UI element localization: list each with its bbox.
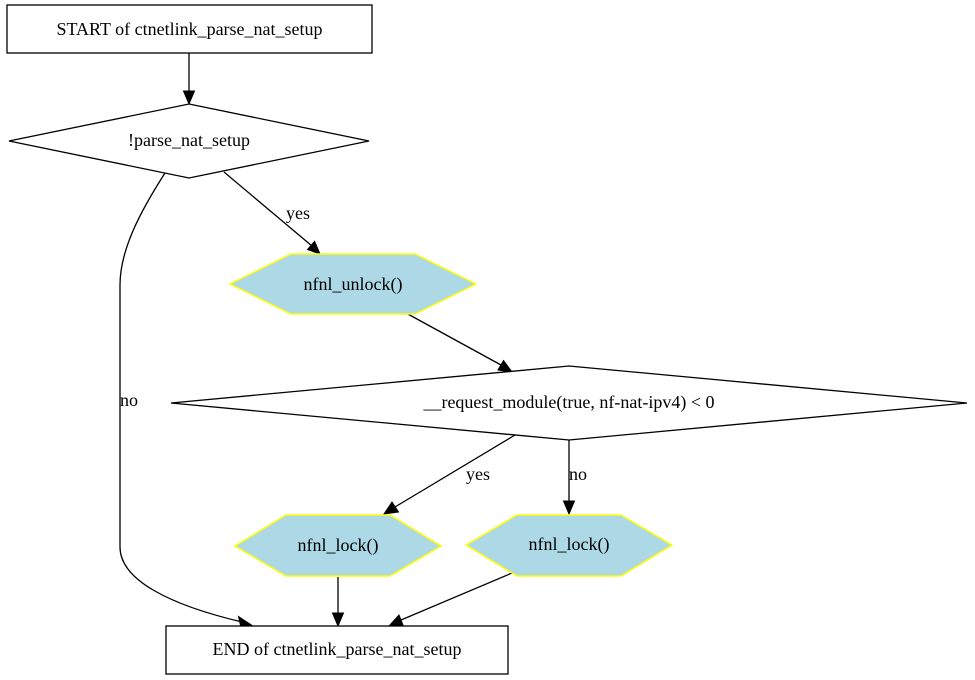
edge-start-to-cond-parse xyxy=(182,53,196,106)
edge-label-no-1: no xyxy=(120,390,138,410)
nfnl-unlock-node-label: nfnl_unlock() xyxy=(304,274,403,295)
request-module-decision-label: __request_module(true, nf-nat-ipv4) < 0 xyxy=(422,392,714,413)
nfnl-unlock-node: nfnl_unlock() xyxy=(228,253,478,315)
request-module-decision: __request_module(true, nf-nat-ipv4) < 0 xyxy=(170,365,968,441)
nfnl-lock-left-node: nfnl_lock() xyxy=(233,514,443,577)
nodes: START of ctnetlink_parse_nat_setup !pars… xyxy=(6,4,968,675)
parse-nat-setup-decision: !parse_nat_setup xyxy=(8,103,370,179)
nfnl-lock-right-node: nfnl_lock() xyxy=(464,514,674,577)
edge-lock-right-to-end xyxy=(387,572,513,627)
edge-lock-left-to-end xyxy=(331,577,345,628)
edge-unlock-to-cond-request xyxy=(405,312,514,373)
edge-cond-request-to-lock-left: yes xyxy=(382,434,516,515)
edges: yes no yes no xyxy=(119,53,587,629)
edge-label-no-2: no xyxy=(569,464,587,484)
edge-cond-parse-to-unlock: yes xyxy=(223,171,321,255)
nfnl-lock-left-node-label: nfnl_lock() xyxy=(298,535,379,556)
nfnl-lock-right-node-label: nfnl_lock() xyxy=(529,534,610,555)
end-node-label: END of ctnetlink_parse_nat_setup xyxy=(213,639,462,659)
start-node: START of ctnetlink_parse_nat_setup xyxy=(6,4,373,54)
end-node: END of ctnetlink_parse_nat_setup xyxy=(165,625,509,675)
parse-nat-setup-decision-label: !parse_nat_setup xyxy=(128,130,250,150)
edge-cond-request-to-lock-right: no xyxy=(562,440,587,516)
edge-label-yes-2: yes xyxy=(466,464,490,484)
edge-label-yes-1: yes xyxy=(286,203,310,223)
start-node-label: START of ctnetlink_parse_nat_setup xyxy=(56,19,322,39)
